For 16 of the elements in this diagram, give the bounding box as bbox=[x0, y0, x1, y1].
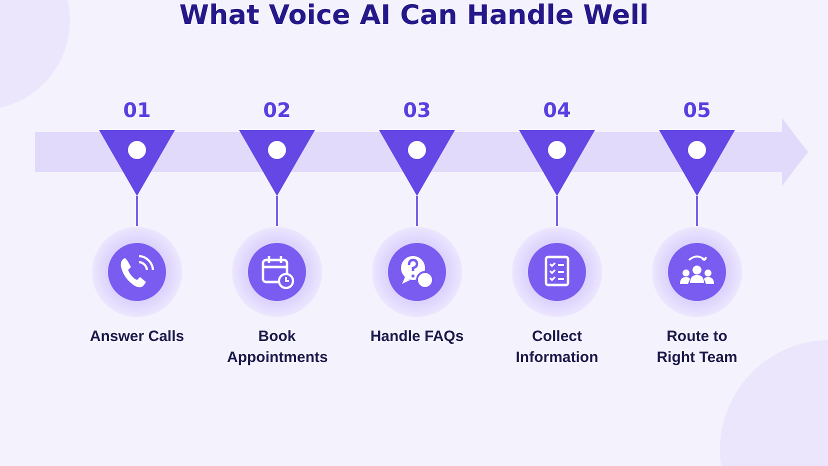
connector-line bbox=[136, 196, 138, 226]
step-number: 02 bbox=[262, 98, 292, 122]
step-number: 01 bbox=[122, 98, 152, 122]
step-number: 05 bbox=[682, 98, 712, 122]
step-label: Book Appointments bbox=[227, 327, 327, 368]
connector-line bbox=[416, 196, 418, 226]
step-label: Handle FAQs bbox=[369, 327, 465, 347]
step-label: Route to Right Team bbox=[656, 327, 738, 368]
step-label: Collect Information bbox=[514, 327, 600, 368]
connector-line bbox=[276, 196, 278, 226]
step-number: 04 bbox=[542, 98, 572, 122]
connector-line bbox=[556, 196, 558, 226]
connector-line bbox=[696, 196, 698, 226]
step-number: 03 bbox=[402, 98, 432, 122]
step-label: Answer Calls bbox=[88, 327, 186, 347]
title: What Voice AI Can Handle Well bbox=[178, 0, 650, 31]
